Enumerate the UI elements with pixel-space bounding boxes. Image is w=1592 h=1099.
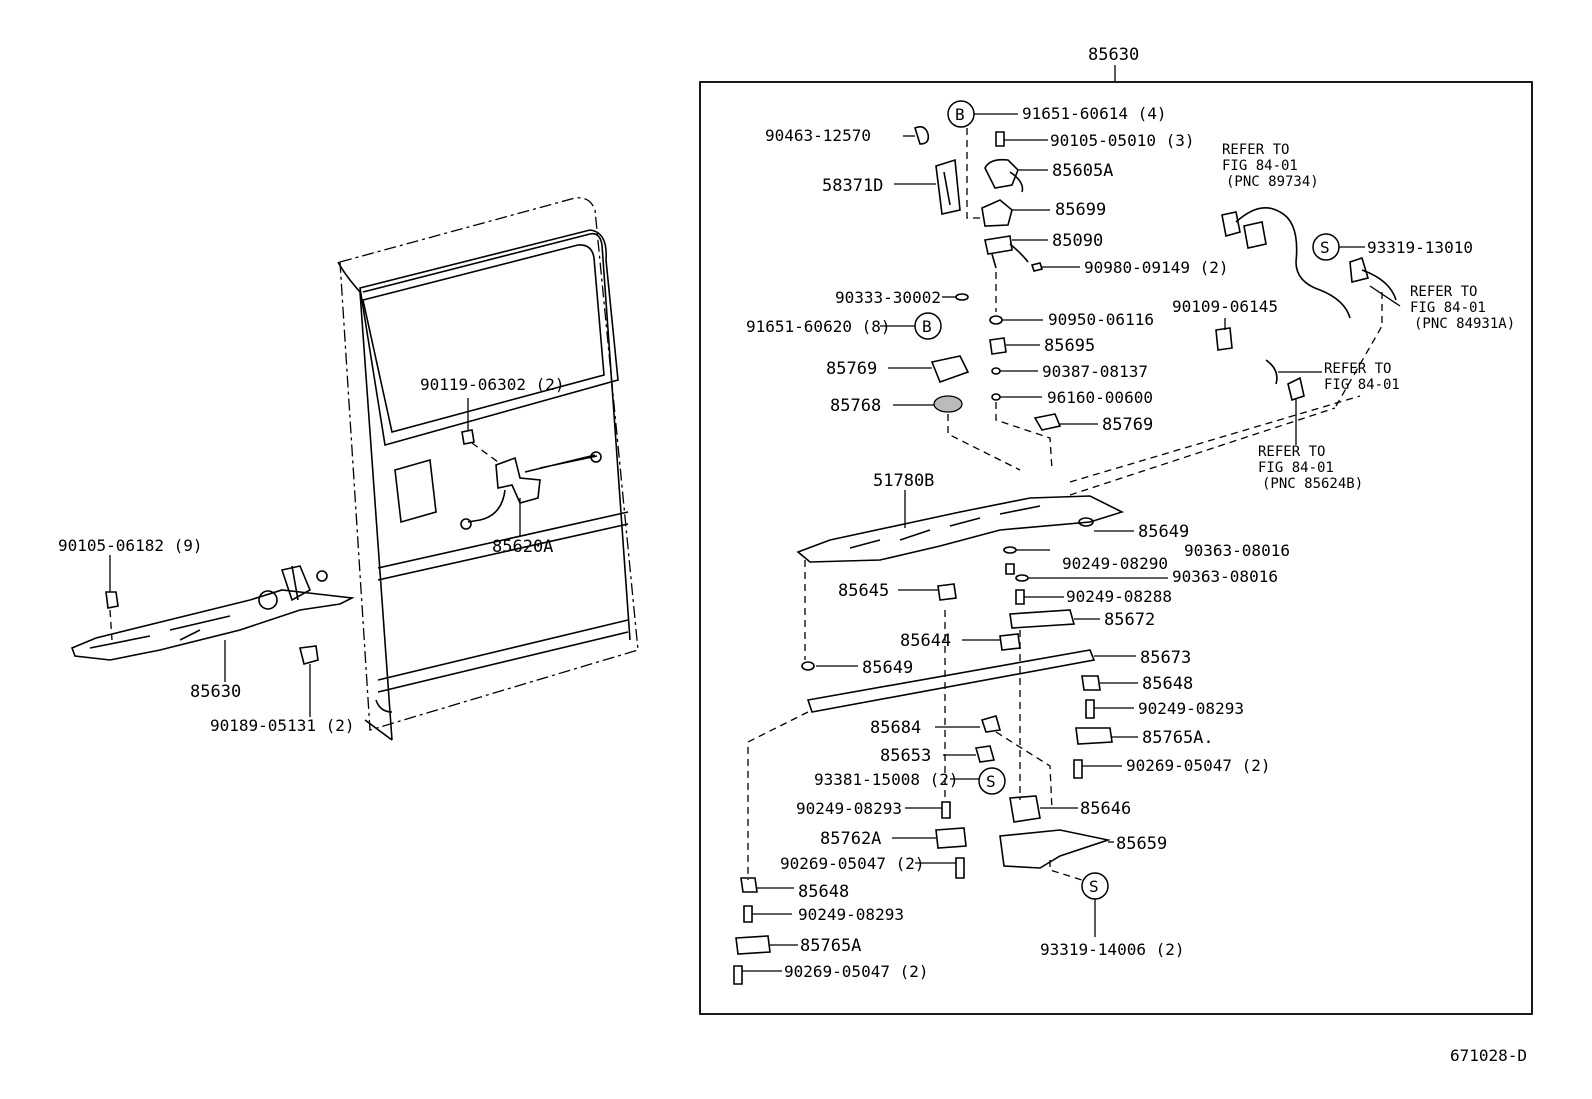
callout-b-left: B [914, 312, 942, 340]
label-90189-05131: 90189-05131 (2) [210, 716, 355, 735]
label-90387-08137: 90387-08137 [1042, 362, 1148, 381]
label-93381-15008: 93381-15008 (2) [814, 770, 959, 789]
exploded-parts [733, 126, 1401, 985]
refer-note-84-01: REFER TO FIG 84-01 [1324, 361, 1400, 393]
label-85673: 85673 [1140, 648, 1191, 668]
label-85695: 85695 [1044, 336, 1095, 356]
sliding-door-illustration [70, 197, 639, 741]
label-90249-08293-a: 90249-08293 [1138, 699, 1244, 718]
callout-s-mid: S [978, 767, 1006, 795]
label-90249-08290: 90249-08290 [1062, 554, 1168, 573]
exploded-view-frame [699, 81, 1533, 1015]
label-85653: 85653 [880, 746, 931, 766]
label-85684: 85684 [870, 718, 921, 738]
label-90249-08293-c: 90249-08293 [798, 905, 904, 924]
label-90269-05047-b: 90269-05047 (2) [780, 854, 925, 873]
refer-note-84931A: REFER TO FIG 84-01 (PNC 84931A) [1410, 284, 1515, 332]
svg-text:FIG 84-01: FIG 84-01 [1410, 300, 1486, 316]
svg-text:S: S [1089, 877, 1099, 896]
label-85659: 85659 [1116, 834, 1167, 854]
label-85605A: 85605A [1052, 161, 1113, 181]
svg-text:(PNC 84931A): (PNC 84931A) [1414, 316, 1515, 332]
label-85769-a: 85769 [826, 359, 877, 379]
callout-s-bottom: S [1081, 872, 1109, 900]
label-51780B: 51780B [873, 471, 934, 491]
callout-b-top: B [947, 100, 975, 128]
svg-text:(PNC 89734): (PNC 89734) [1226, 174, 1319, 190]
label-85645: 85645 [838, 581, 889, 601]
svg-text:REFER TO: REFER TO [1258, 444, 1325, 460]
label-90363-08016-b: 90363-08016 [1172, 567, 1278, 586]
label-91651-60614: 91651-60614 (4) [1022, 104, 1167, 123]
label-85765A-b: 85765A [800, 936, 861, 956]
svg-text:(PNC 85624B): (PNC 85624B) [1262, 476, 1363, 492]
svg-text:B: B [955, 105, 965, 124]
label-90249-08293-b: 90249-08293 [796, 799, 902, 818]
svg-text:REFER TO: REFER TO [1324, 361, 1391, 377]
label-58371D: 58371D [822, 176, 883, 196]
label-85646: 85646 [1080, 799, 1131, 819]
svg-text:FIG 84-01: FIG 84-01 [1324, 377, 1400, 393]
svg-text:B: B [922, 317, 932, 336]
label-90333-30002: 90333-30002 [835, 288, 941, 307]
label-96160-00600: 96160-00600 [1047, 388, 1153, 407]
svg-text:FIG 84-01: FIG 84-01 [1258, 460, 1334, 476]
assembly-number: 85630 [1088, 45, 1139, 65]
label-85769-b: 85769 [1102, 415, 1153, 435]
label-90109-06145: 90109-06145 [1172, 297, 1278, 316]
label-91651-60620: 91651-60620 (8) [746, 317, 891, 336]
label-90105-06182: 90105-06182 (9) [58, 536, 203, 555]
label-85768: 85768 [830, 396, 881, 416]
refer-note-85624B: REFER TO FIG 84-01 (PNC 85624B) [1258, 444, 1363, 492]
label-85765A-a: 85765A. [1142, 728, 1214, 748]
label-85630-left: 85630 [190, 682, 241, 702]
label-85762A: 85762A [820, 829, 881, 849]
label-90269-05047-c: 90269-05047 (2) [784, 962, 929, 981]
label-85672: 85672 [1104, 610, 1155, 630]
label-93319-13010: 93319-13010 [1367, 238, 1473, 257]
label-85620A: 85620A [492, 537, 553, 557]
label-85649-a: 85649 [1138, 522, 1189, 542]
callout-s-wire: S [1312, 233, 1340, 261]
svg-text:S: S [986, 772, 996, 791]
label-90463-12570: 90463-12570 [765, 126, 871, 145]
label-85699: 85699 [1055, 200, 1106, 220]
label-90269-05047-a: 90269-05047 (2) [1126, 756, 1271, 775]
label-90980-09149: 90980-09149 (2) [1084, 258, 1229, 277]
label-90249-08288: 90249-08288 [1066, 587, 1172, 606]
label-90363-08016-a: 90363-08016 [1184, 541, 1290, 560]
svg-text:REFER TO: REFER TO [1222, 142, 1289, 158]
label-85648-a: 85648 [1142, 674, 1193, 694]
svg-text:S: S [1320, 238, 1330, 257]
svg-text:FIG 84-01: FIG 84-01 [1222, 158, 1298, 174]
figure-code: 671028-D [1450, 1046, 1527, 1065]
refer-note-89734: REFER TO FIG 84-01 (PNC 89734) [1222, 142, 1319, 190]
label-93319-14006: 93319-14006 (2) [1040, 940, 1185, 959]
svg-text:REFER TO: REFER TO [1410, 284, 1477, 300]
label-90105-05010: 90105-05010 (3) [1050, 131, 1195, 150]
label-85644: 85644 [900, 631, 951, 651]
label-85649-b: 85649 [862, 658, 913, 678]
label-85090: 85090 [1052, 231, 1103, 251]
label-90950-06116: 90950-06116 [1048, 310, 1154, 329]
label-90119-06302: 90119-06302 (2) [420, 375, 565, 394]
label-85648-b: 85648 [798, 882, 849, 902]
